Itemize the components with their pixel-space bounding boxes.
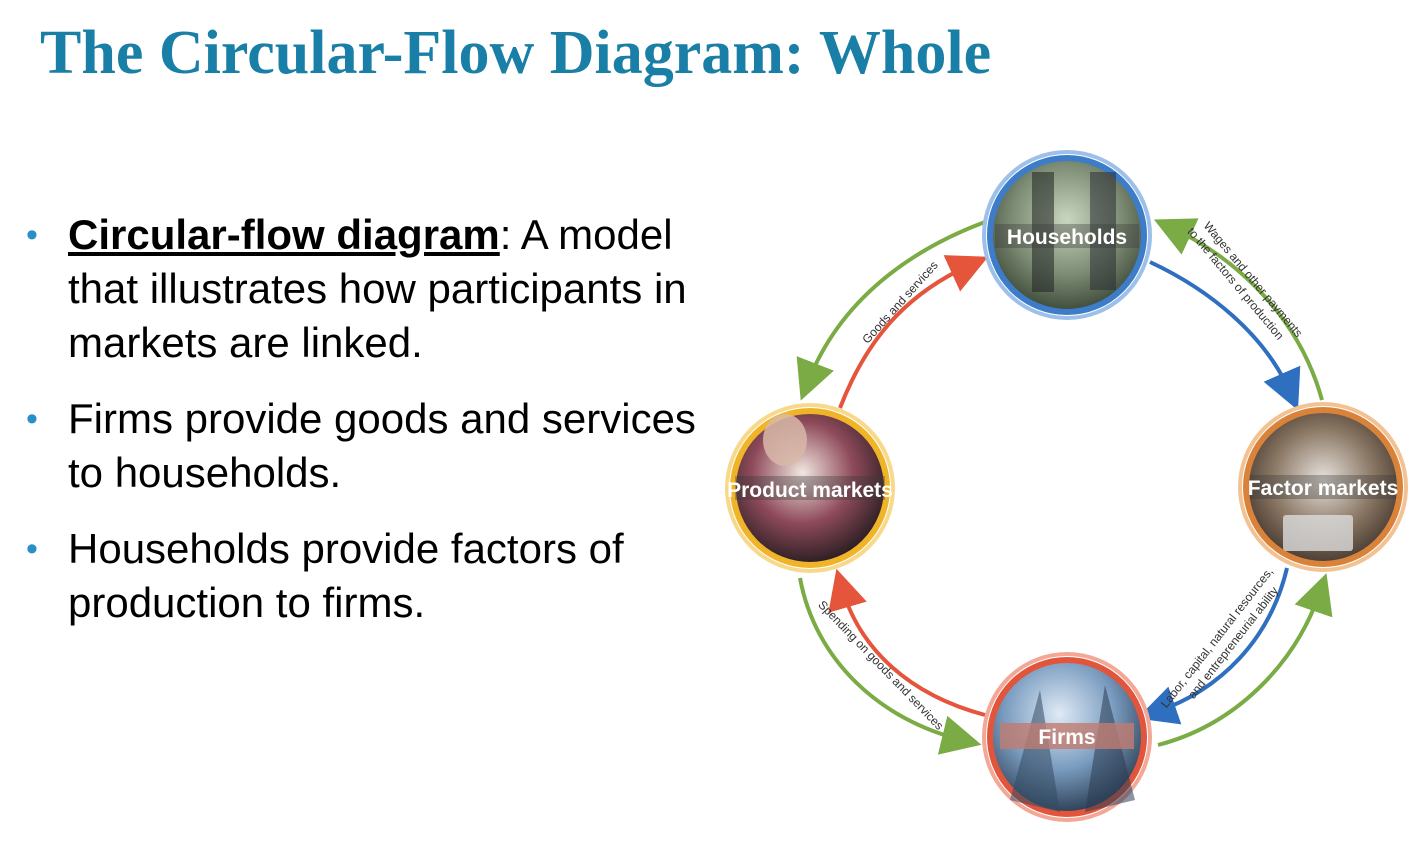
node-label-firms: Firms xyxy=(1038,726,1095,749)
slide-title: The Circular-Flow Diagram: Whole xyxy=(40,19,992,87)
flow-arrow-spending-green xyxy=(798,577,982,755)
flow-arrow-spending-red xyxy=(828,568,986,717)
node-factor-markets: Factor markets xyxy=(1238,402,1408,572)
flow-label-spending: Spending on goods and services xyxy=(815,598,946,733)
bullet-firms: • Firms provide goods and services to ho… xyxy=(24,392,704,500)
flow-text-goods: Goods and services xyxy=(859,258,940,346)
node-label-households: Households xyxy=(1007,226,1127,249)
bullet-definition: • Circular-flow diagram: A model that il… xyxy=(24,208,704,370)
flow-arrow-goods-green xyxy=(796,220,986,401)
bullet-dot-icon: • xyxy=(26,216,38,254)
flow-label-goods: Goods and services xyxy=(859,258,940,346)
flow-text-wages-2: to the factors of production xyxy=(1185,225,1287,343)
bullet-text: Households provide factors of production… xyxy=(68,525,624,626)
flow-arrow-wages-green xyxy=(1153,218,1324,401)
node-firms: Firms xyxy=(982,652,1152,822)
flow-label-labor: Labor, capital, natural resources, and e… xyxy=(1158,565,1281,711)
node-households: Households xyxy=(982,150,1152,320)
bullet-households: • Households provide factors of producti… xyxy=(24,522,704,630)
bullet-dot-icon: • xyxy=(26,530,38,568)
node-product-markets: Product markets xyxy=(725,403,895,573)
flow-text-wages-1: Wages and other payments xyxy=(1201,219,1306,340)
bullet-term: Circular-flow diagram xyxy=(68,211,500,258)
node-label-factor-markets: Factor markets xyxy=(1248,477,1399,500)
bullet-dot-icon: • xyxy=(26,400,38,438)
bullet-text: : A model that illustrates how participa… xyxy=(68,211,687,366)
flow-arrow-labor-green xyxy=(1157,573,1333,747)
flow-text-spending: Spending on goods and services xyxy=(815,598,946,733)
bullet-text: Firms provide goods and services to hous… xyxy=(68,395,696,496)
flow-text-labor-2: and entrepreneurial ability xyxy=(1185,584,1281,701)
node-label-product-markets: Product markets xyxy=(727,479,893,502)
flow-arrow-households-blue xyxy=(1149,260,1301,411)
bullet-list: • Circular-flow diagram: A model that il… xyxy=(24,208,704,652)
flow-arrow-goods-red xyxy=(838,255,989,409)
flow-arrow-labor-blue xyxy=(1137,567,1289,725)
